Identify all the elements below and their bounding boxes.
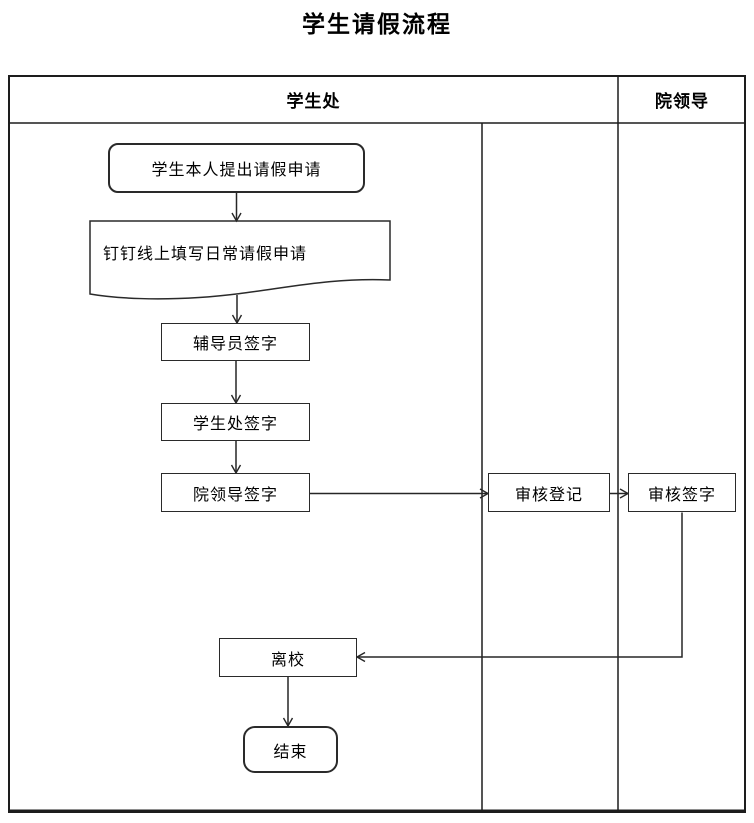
document-shape [89,220,391,300]
connector-sign-to-leave [355,512,683,663]
node-end: 结束 [243,726,338,773]
node-start: 学生本人提出请假申请 [108,143,365,193]
lane-header-student-office: 学生处 [286,91,341,111]
node-leave-school: 离校 [219,638,357,677]
lane-header-dean: 院领导 [655,91,709,111]
node-dean-sign: 院领导签字 [161,473,310,512]
node-review-register: 审核登记 [488,473,610,512]
node-student-office-sign: 学生处签字 [161,403,310,441]
node-fill-online-form: 钉钉线上填写日常请假申请 [103,246,308,263]
node-counselor-sign: 辅导员签字 [161,323,310,361]
node-review-sign: 审核签字 [628,473,736,512]
page-title: 学生请假流程 [302,12,452,37]
